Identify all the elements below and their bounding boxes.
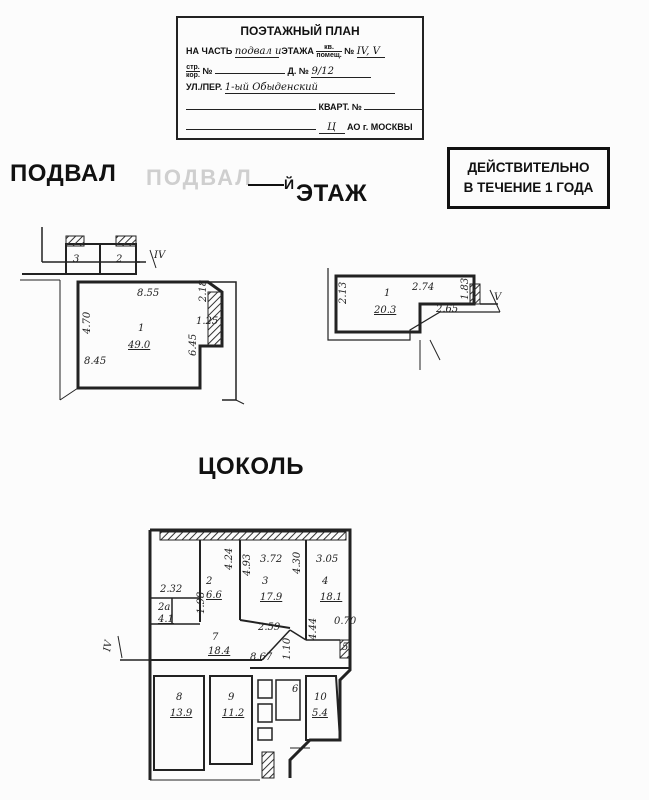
stamp-house-row: стр. кор. № Д. № 9/12 — [186, 64, 372, 79]
floor-blank-line — [248, 184, 284, 186]
house-label: Д. № — [287, 65, 309, 76]
district-label: АО г. МОСКВЫ — [347, 122, 413, 132]
plan-c-room-5-number: 5 — [342, 642, 348, 653]
plan-c-room-2-number: 2 — [205, 576, 212, 587]
plan-a-marker: IV — [153, 250, 167, 261]
kv-label: кв. — [316, 44, 342, 52]
plan-c-room-2-area: 6.6 — [206, 590, 223, 601]
plan-a-dim-6: 8.45 — [84, 356, 106, 367]
plan-c-room-10-number: 10 — [314, 692, 327, 703]
part-label: НА ЧАСТЬ — [186, 45, 233, 56]
plan-c-room-2a-number: 2а — [157, 602, 170, 613]
plan-c-dim-10: 0.70 — [334, 616, 357, 627]
district-value: Ц — [318, 122, 345, 134]
block-label: кор. — [186, 72, 200, 79]
plan-c-room-6-number: 6 — [292, 684, 299, 695]
street-label: УЛ./ПЕР. — [186, 82, 223, 92]
no-label-2: № — [202, 65, 213, 76]
apt-label: КВАРТ. № — [318, 102, 362, 112]
plan-c-dim-5: 4.93 — [242, 554, 253, 577]
plan-c — [117, 528, 352, 781]
plan-b-dim-3: 1.83 — [460, 278, 471, 300]
plan-c-room-3-area: 17.9 — [260, 592, 283, 603]
floor-word: ЭТАЖ — [296, 180, 368, 207]
plan-c-dim-11: 8.67 — [250, 652, 273, 663]
plan-b-marker: V — [494, 292, 503, 303]
plan-c-dim-12: 1.10 — [282, 637, 293, 660]
house-value: 9/12 — [311, 66, 372, 78]
plan-c-room-9-number: 9 — [228, 692, 235, 703]
plan-c-room-4-number: 4 — [321, 576, 328, 587]
plan-c-dim-7: 1.98 — [196, 592, 207, 614]
premises-label: помещ. — [316, 52, 342, 59]
stamp-street-row: УЛ./ПЕР. 1-ый Обыденский — [186, 82, 395, 94]
plan-c-room-10-area: 5.4 — [312, 708, 328, 719]
plan-b-dim-2: 2.13 — [338, 282, 349, 305]
plan-a — [20, 227, 245, 405]
plan-c-dim-2: 4.24 — [224, 548, 235, 571]
validity-line-1: ДЕЙСТВИТЕЛЬНО — [467, 160, 590, 175]
plan-b-room-1-area: 20.3 — [373, 305, 396, 316]
stamp-district-row: Ц АО г. МОСКВЫ — [186, 122, 413, 134]
plan-a-dim-3: 4.70 — [82, 311, 93, 335]
plan-a-dim-2: 2.18 — [198, 280, 209, 303]
validity-line-2: В ТЕЧЕНИЕ 1 ГОДА — [463, 180, 594, 195]
plan-b-dim-4: 2.65 — [435, 304, 458, 315]
plan-c-room-2a-area: 4.1 — [157, 614, 174, 625]
plan-c-dim-8: 2.59 — [257, 622, 281, 633]
basement-ghost-text: ПОДВАЛ — [146, 165, 253, 190]
plan-a-dim-5: 6.45 — [188, 334, 199, 356]
plan-c-dim-6: 4.30 — [292, 551, 303, 575]
plan-c-room-8-number: 8 — [176, 692, 182, 703]
building-label: стр. — [186, 64, 200, 72]
plan-c-dim-1: 2.32 — [159, 584, 182, 595]
stamp-title: ПОЭТАЖНЫЙ ПЛАН — [240, 24, 360, 38]
plan-c-dim-3: 3.72 — [260, 554, 282, 565]
plan-a-dim-4: 1.25 — [196, 316, 218, 327]
plan-a-room-1-number: 1 — [138, 323, 144, 334]
plan-b — [327, 268, 501, 370]
stamp-floor-row: НА ЧАСТЬ подвал и ЭТАЖА кв. помещ. № IV,… — [186, 44, 385, 59]
bti-stamp: ПОЭТАЖНЫЙ ПЛАН НА ЧАСТЬ подвал и ЭТАЖА к… — [176, 16, 425, 140]
basement-heading: ПОДВАЛ — [10, 160, 117, 187]
plan-a-room-2-number: 2 — [115, 254, 122, 265]
plan-a-room-1-area: 49.0 — [127, 340, 151, 351]
plan-c-room-8-area: 13.9 — [170, 708, 193, 719]
plan-c-room-7-area: 18.4 — [208, 646, 230, 657]
plan-b-dim-1: 2.74 — [411, 282, 434, 293]
plan-a-dim-1: 8.55 — [137, 288, 159, 299]
plan-c-room-9-area: 11.2 — [222, 708, 244, 719]
floor-label: ЭТАЖА — [281, 45, 314, 56]
plan-c-dim-4: 3.05 — [316, 554, 338, 565]
plinth-heading: ЦОКОЛЬ — [198, 453, 305, 480]
plan-c-dim-9: 4.44 — [308, 618, 319, 641]
validity-stamp: ДЕЙСТВИТЕЛЬНО В ТЕЧЕНИЕ 1 ГОДА — [447, 147, 610, 209]
no-label: № — [344, 45, 355, 56]
plan-c-marker: IV — [102, 638, 115, 654]
plan-b-room-1-number: 1 — [384, 288, 390, 299]
floor-suffix: Й — [284, 176, 295, 192]
room-value: IV, V — [356, 46, 385, 58]
plan-c-room-3-number: 3 — [262, 576, 268, 587]
stamp-apt-row: КВАРТ. № — [186, 102, 425, 112]
floor-value: подвал и — [234, 45, 282, 58]
street-value: 1-ый Обыденский — [224, 82, 395, 94]
plan-c-room-4-area: 18.1 — [320, 592, 342, 603]
plan-a-room-3-number: 3 — [73, 254, 79, 265]
plan-c-room-7-number: 7 — [212, 632, 219, 643]
